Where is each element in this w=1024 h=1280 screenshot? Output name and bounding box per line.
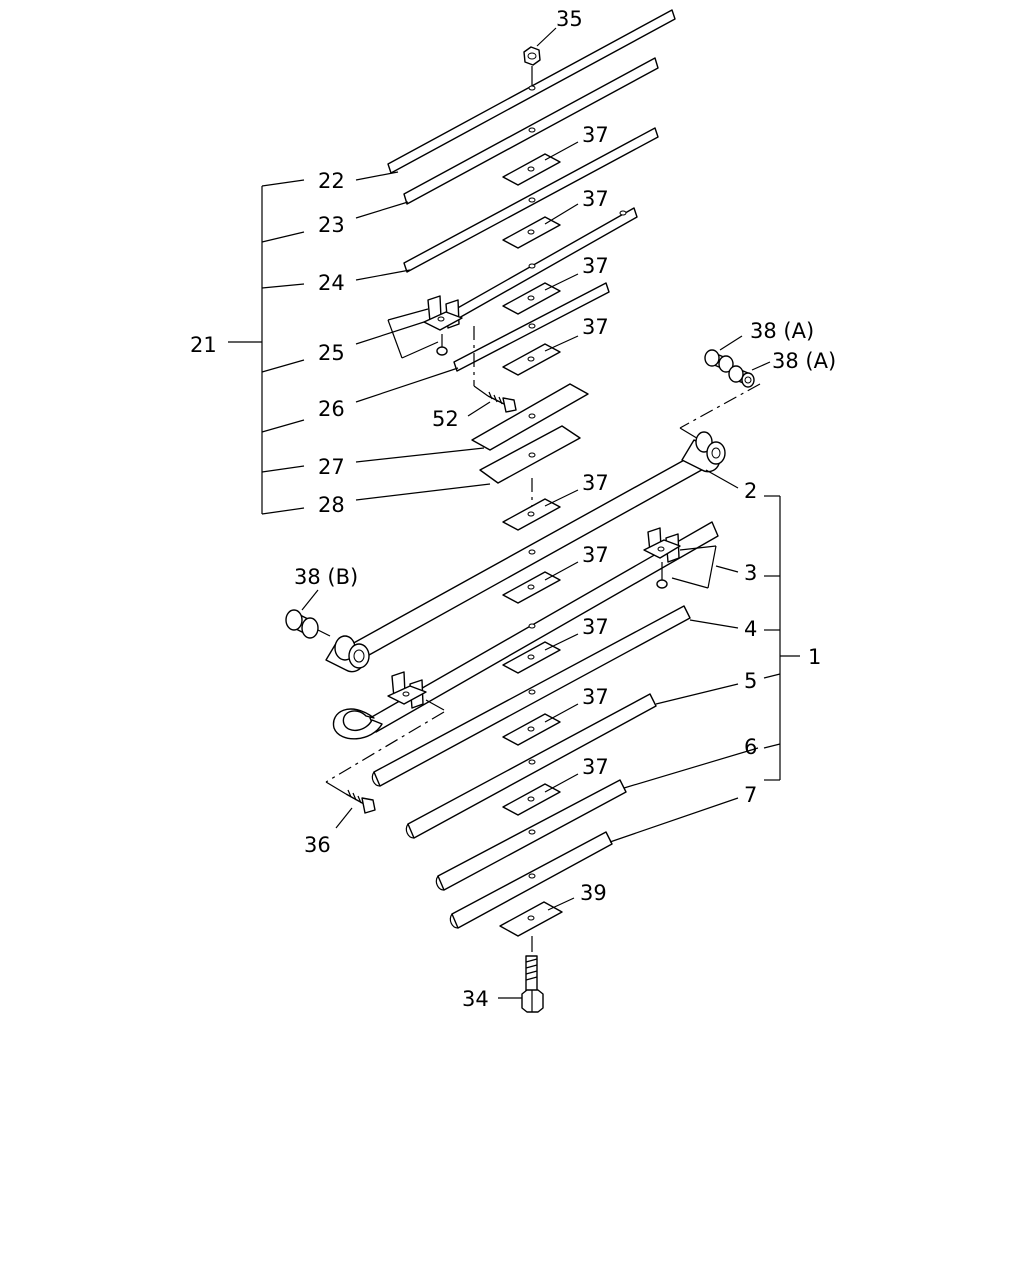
leaf-7 — [449, 831, 613, 929]
label-37: 37 — [582, 615, 609, 639]
label-28: 28 — [318, 493, 345, 517]
leaf-5 — [405, 693, 657, 839]
label-7: 7 — [744, 783, 757, 807]
label-21: 21 — [190, 333, 217, 357]
callout-labels: 35 22 23 24 25 26 27 28 21 52 37 37 37 3… — [190, 7, 836, 1011]
leaf-3 — [332, 521, 719, 740]
label-23: 23 — [318, 213, 345, 237]
leaf-4 — [371, 605, 691, 787]
leaf-6 — [435, 779, 627, 891]
label-34: 34 — [462, 987, 489, 1011]
label-27: 27 — [318, 455, 345, 479]
clip-3 — [643, 527, 717, 589]
label-6: 6 — [744, 735, 757, 759]
leaf-22 — [387, 9, 676, 174]
label-39: 39 — [580, 881, 607, 905]
label-22: 22 — [318, 169, 345, 193]
bushing-38b — [285, 609, 331, 639]
label-52: 52 — [432, 407, 459, 431]
helper-spring-assembly — [387, 9, 676, 531]
label-36: 36 — [304, 833, 331, 857]
main-spring-assembly — [285, 349, 761, 1013]
label-37: 37 — [582, 187, 609, 211]
leader-lines — [228, 27, 800, 999]
label-1: 1 — [808, 645, 821, 669]
bolt-52 — [487, 391, 517, 413]
label-26: 26 — [318, 397, 345, 421]
clip-25 — [387, 295, 463, 359]
label-3: 3 — [744, 561, 757, 585]
leaf-2 — [325, 431, 726, 673]
bolt-36 — [345, 789, 376, 814]
label-35: 35 — [556, 7, 583, 31]
label-37: 37 — [582, 471, 609, 495]
label-37: 37 — [582, 755, 609, 779]
label-38b: 38 (B) — [294, 565, 358, 589]
label-38a: 38 (A) — [772, 349, 836, 373]
nut-35 — [523, 46, 541, 86]
label-37: 37 — [582, 254, 609, 278]
label-38a: 38 (A) — [750, 319, 814, 343]
center-bolt-34 — [521, 936, 544, 1013]
label-37: 37 — [582, 685, 609, 709]
label-4: 4 — [744, 617, 757, 641]
label-24: 24 — [318, 271, 345, 295]
bushing-38a — [704, 349, 734, 373]
bushing-38a — [728, 365, 755, 388]
clip-3-left — [387, 671, 445, 711]
label-37: 37 — [582, 315, 609, 339]
label-5: 5 — [744, 669, 757, 693]
label-37: 37 — [582, 543, 609, 567]
label-37: 37 — [582, 123, 609, 147]
label-25: 25 — [318, 341, 345, 365]
label-2: 2 — [744, 479, 757, 503]
